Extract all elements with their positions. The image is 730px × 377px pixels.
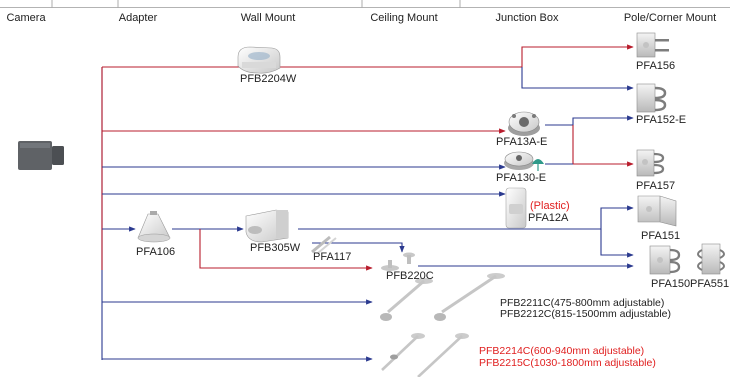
pfb220c-ceiling-mount-icon: [381, 252, 415, 271]
label-pfb2214c: PFB2214C(600-940mm adjustable): [479, 345, 645, 357]
header-row: Camera Adapter Wall Mount Ceiling Mount …: [0, 0, 730, 30]
col-adapter: Adapter: [118, 12, 158, 24]
col-ceiling-mount: Ceiling Mount: [370, 12, 438, 24]
label-pfa151: PFA151: [641, 230, 681, 242]
label-pfa106: PFA106: [136, 246, 176, 258]
pfa13ae-junction-box-icon: [508, 111, 540, 136]
label-pfb305w: PFB305W: [250, 242, 301, 254]
pfa156-pole-mount-icon: [636, 32, 669, 58]
pfa106-adapter-icon: [137, 211, 171, 243]
label-pfa130e: PFA130-E: [496, 172, 547, 184]
pfa150-pole-mount-icon: [649, 245, 681, 275]
label-pfb2212c: PFB2212C(815-1500mm adjustable): [500, 308, 672, 320]
label-pfb2204w: PFB2204W: [240, 73, 297, 85]
pfa157-pole-mount-icon: [636, 149, 665, 177]
label-pfb2215c: PFB2215C(1030-1800mm adjustable): [479, 357, 656, 369]
pfb305w-bracket-icon: [245, 209, 289, 243]
label-pfa152e: PFA152-E: [636, 114, 687, 126]
label-pfa13ae: PFA13A-E: [496, 136, 548, 148]
label-pfa150: PFA150: [651, 278, 691, 290]
pfb2214c-pipe-mount-icon: [381, 333, 425, 371]
label-pfa551: PFA551: [690, 278, 730, 290]
label-pfa157: PFA157: [636, 180, 676, 192]
pfb2212c-pipe-mount-icon: [434, 273, 505, 321]
header-table-lines: [0, 0, 730, 8]
label-pfb2211c: PFB2211C(475-800mm adjustable): [500, 297, 665, 309]
label-pfa12a: PFA12A: [528, 212, 569, 224]
col-wall-mount: Wall Mount: [240, 12, 296, 24]
label-pfb220c: PFB220C: [386, 270, 434, 282]
bullet-camera-icon: [18, 141, 64, 170]
label-pfa156: PFA156: [636, 60, 676, 72]
pfb2215c-pipe-mount-icon: [417, 333, 469, 377]
pfa551-pole-mount-icon: [697, 243, 725, 275]
label-plastic: (Plastic): [530, 200, 570, 212]
pfb2211c-pipe-mount-icon: [380, 278, 433, 321]
connector-lines: [101, 44, 634, 362]
pfa152e-pole-mount-icon: [636, 83, 667, 113]
pfa130e-junction-box-icon: [504, 151, 544, 171]
pfa151-corner-mount-icon: [637, 195, 677, 227]
pfa117-rod-icon: [311, 235, 337, 254]
col-camera: Camera: [6, 12, 46, 24]
col-pole-corner-mount: Pole/Corner Mount: [623, 12, 717, 24]
pfb2204w-bracket-icon: [237, 46, 281, 74]
col-junction-box: Junction Box: [495, 12, 559, 24]
label-pfa117: PFA117: [313, 251, 352, 263]
pfa12a-junction-box-icon: [505, 187, 527, 229]
